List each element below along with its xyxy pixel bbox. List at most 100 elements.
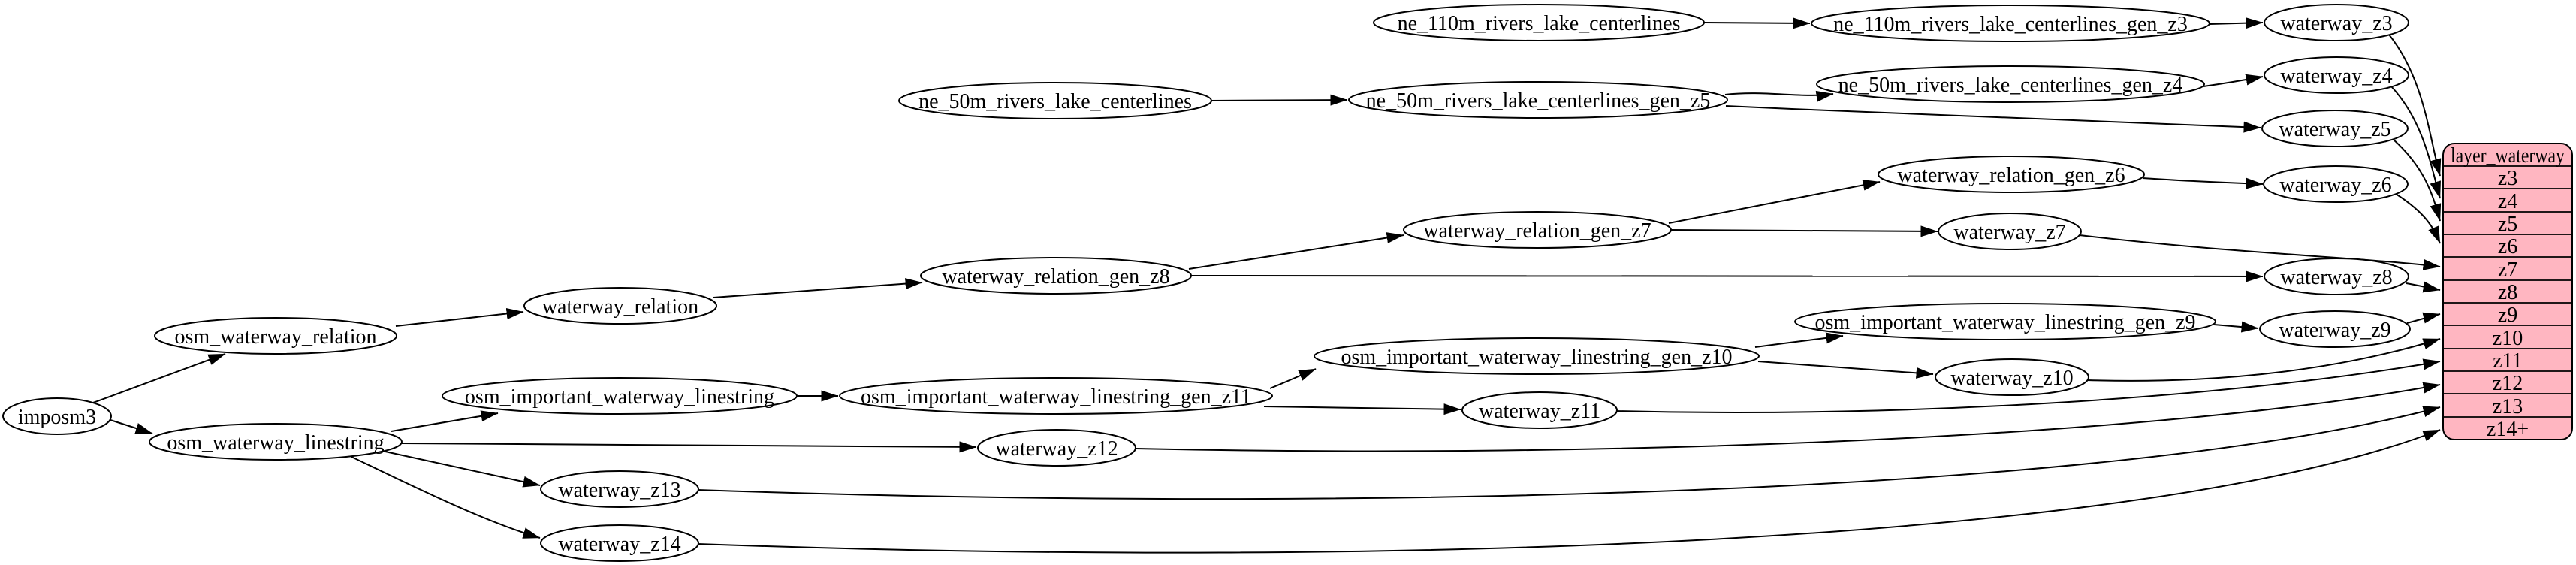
node-waterway_z12-label: waterway_z12 (995, 437, 1118, 461)
node-waterway_z9: waterway_z9 (2259, 310, 2411, 348)
node-ne_50m_rivers_lake_centerlines_gen_z5-label: ne_50m_rivers_lake_centerlines_gen_z5 (1366, 89, 1711, 113)
table-layer_waterway: layer_waterway z3 z4 z5 z6 z7 z8 z9 z10 … (2442, 143, 2573, 441)
node-waterway_z9-label: waterway_z9 (2279, 319, 2390, 342)
edge-waterway_z3-row_z3 (2388, 34, 2442, 177)
node-ne_50m_rivers_lake_centerlines-label: ne_50m_rivers_lake_centerlines (918, 90, 1192, 113)
edge-waterway_z8-row_z8 (2406, 281, 2441, 293)
node-waterway_z5-label: waterway_z5 (2279, 118, 2390, 141)
node-waterway_relation_gen_z8: waterway_relation_gen_z8 (920, 257, 1192, 295)
node-osm_important_waterway_linestring_gen_z11: osm_important_waterway_linestring_gen_z1… (839, 377, 1273, 415)
node-waterway_relation: waterway_relation (523, 287, 717, 325)
node-waterway_relation_gen_z7-shape (1403, 211, 1672, 249)
node-osm_waterway_relation-shape (154, 317, 397, 355)
table-row-z8: z8 (2498, 281, 2517, 304)
node-waterway_z9-shape (2259, 310, 2411, 348)
edge-waterway_z11-row_z11 (1615, 358, 2441, 413)
node-layer: imposm3 osm_waterway_relation osm_waterw… (2, 4, 2411, 562)
table-row-z6: z6 (2498, 235, 2517, 258)
node-imposm3-shape (2, 397, 112, 435)
node-waterway_z14-shape (540, 524, 699, 562)
node-osm_important_waterway_linestring_gen_z9-label: osm_important_waterway_linestring_gen_z9 (1815, 311, 2196, 334)
node-ne_50m_rivers_lake_centerlines_gen_z4-label: ne_50m_rivers_lake_centerlines_gen_z4 (1838, 74, 2183, 97)
node-waterway_z13-shape (540, 470, 699, 508)
table-row-z4: z4 (2498, 190, 2517, 213)
edge-waterway_z7-row_z7 (2079, 234, 2441, 270)
edge-ne_50m-gen_z5 (1211, 94, 1348, 106)
node-waterway_relation_gen_z6: waterway_relation_gen_z6 (1878, 156, 2145, 193)
edge-gen_z5-gen_z4 (1724, 90, 1834, 102)
edge-gen_z11-waterway_z11 (1263, 403, 1461, 415)
edge-gen_z9-waterway_z9 (2213, 321, 2259, 333)
node-osm_important_waterway_linestring_gen_z9-shape (1794, 303, 2216, 340)
node-waterway_z8: waterway_z8 (2264, 258, 2409, 295)
node-ne_110m_rivers_lake_centerlines_gen_z3: ne_110m_rivers_lake_centerlines_gen_z3 (1811, 5, 2210, 42)
edge-waterway_z13-row_z13 (697, 406, 2441, 500)
edge-waterway_z9-row_z9 (2406, 312, 2441, 324)
node-waterway_z10-shape (1935, 358, 2089, 396)
node-ne_110m_rivers_lake_centerlines-shape (1373, 4, 1705, 41)
edge-waterway_z14-row_z14plus (697, 429, 2441, 554)
node-waterway_z8-shape (2264, 258, 2409, 295)
node-osm_important_waterway_linestring_gen_z10-label: osm_important_waterway_linestring_gen_z1… (1341, 346, 1733, 369)
edge-gen_z11-gen_z10 (1269, 368, 1317, 389)
table-row-z5: z5 (2498, 213, 2517, 236)
node-imposm3-label: imposm3 (18, 406, 96, 429)
node-waterway_z13: waterway_z13 (540, 470, 699, 508)
table-row-z12: z12 (2493, 372, 2523, 395)
node-waterway_z6: waterway_z6 (2263, 165, 2409, 203)
node-waterway_z6-label: waterway_z6 (2279, 174, 2391, 197)
table-row-z14plus: z14+ (2487, 418, 2529, 441)
node-imposm3: imposm3 (2, 397, 112, 435)
table-row-z9: z9 (2498, 304, 2517, 327)
node-osm_important_waterway_linestring-shape (442, 377, 798, 415)
node-osm_waterway_linestring-label: osm_waterway_linestring (167, 431, 384, 455)
node-osm_important_waterway_linestring: osm_important_waterway_linestring (442, 377, 798, 415)
node-waterway_z7: waterway_z7 (1938, 213, 2082, 250)
node-waterway_z6-shape (2263, 165, 2409, 203)
node-ne_50m_rivers_lake_centerlines_gen_z5: ne_50m_rivers_lake_centerlines_gen_z5 (1348, 81, 1728, 119)
node-waterway_relation_gen_z6-shape (1878, 156, 2145, 193)
edge-waterway_z12-row_z12 (1135, 382, 2441, 452)
edge-gen_z10-waterway_z10 (1757, 361, 1934, 379)
edge-gen_z10-gen_z9 (1754, 332, 1844, 348)
node-ne_110m_rivers_lake_centerlines: ne_110m_rivers_lake_centerlines (1373, 4, 1705, 41)
node-ne_110m_rivers_lake_centerlines_gen_z3-shape (1811, 5, 2210, 42)
edge-waterway_relation_gen_z6-waterway_z6 (2142, 177, 2264, 189)
edge-waterway_z6-row_z6 (2395, 193, 2441, 244)
edge-waterway_relation_gen_z7-waterway_z7 (1670, 225, 1938, 237)
node-waterway_z12-shape (977, 429, 1136, 467)
edge-osm_waterway_linestring-waterway_z12 (401, 441, 977, 453)
node-ne_50m_rivers_lake_centerlines_gen_z5-shape (1348, 81, 1728, 119)
node-waterway_z4-label: waterway_z4 (2280, 65, 2392, 88)
node-ne_50m_rivers_lake_centerlines: ne_50m_rivers_lake_centerlines (898, 82, 1212, 119)
table-layer_waterway-frame (2442, 143, 2573, 440)
edge-waterway_relation-waterway_relation_gen_z8 (713, 278, 923, 298)
edge-waterway_z4-row_z4 (2390, 86, 2441, 199)
node-osm_waterway_linestring: osm_waterway_linestring (149, 423, 403, 461)
edge-waterway_relation_gen_z7-waterway_relation_gen_z6 (1668, 179, 1881, 224)
edge-gen_z5-waterway_z5 (1725, 105, 2261, 133)
edge-osm_waterway_linestring-osm_important_waterway_linestring (391, 410, 499, 432)
edge-osm_waterway_relation-waterway_relation (395, 308, 524, 327)
node-osm_important_waterway_linestring_gen_z10: osm_important_waterway_linestring_gen_z1… (1314, 337, 1760, 375)
node-waterway_z13-label: waterway_z13 (558, 479, 680, 502)
edge-layer (92, 17, 2442, 554)
node-osm_important_waterway_linestring-label: osm_important_waterway_linestring (465, 385, 774, 409)
node-waterway_relation_gen_z6-label: waterway_relation_gen_z6 (1897, 164, 2125, 187)
edge-imposm3-osm_waterway_relation (92, 353, 226, 403)
node-osm_important_waterway_linestring_gen_z9: osm_important_waterway_linestring_gen_z9 (1794, 303, 2216, 340)
node-waterway_z3: waterway_z3 (2264, 4, 2409, 41)
node-ne_50m_rivers_lake_centerlines_gen_z4-shape (1816, 65, 2205, 103)
node-waterway_relation_gen_z8-shape (920, 257, 1192, 295)
node-waterway_relation_gen_z8-label: waterway_relation_gen_z8 (942, 265, 1169, 289)
node-waterway_z10-label: waterway_z10 (1950, 367, 2073, 390)
table-title: layer_waterway (2451, 144, 2565, 168)
node-waterway_z5: waterway_z5 (2261, 110, 2409, 147)
node-osm_waterway_relation: osm_waterway_relation (154, 317, 397, 355)
node-waterway_relation_gen_z7: waterway_relation_gen_z7 (1403, 211, 1672, 249)
edge-imposm3-osm_waterway_linestring (110, 419, 153, 434)
edge-waterway_z10-row_z10 (2086, 338, 2441, 382)
node-waterway_relation-label: waterway_relation (542, 295, 698, 319)
